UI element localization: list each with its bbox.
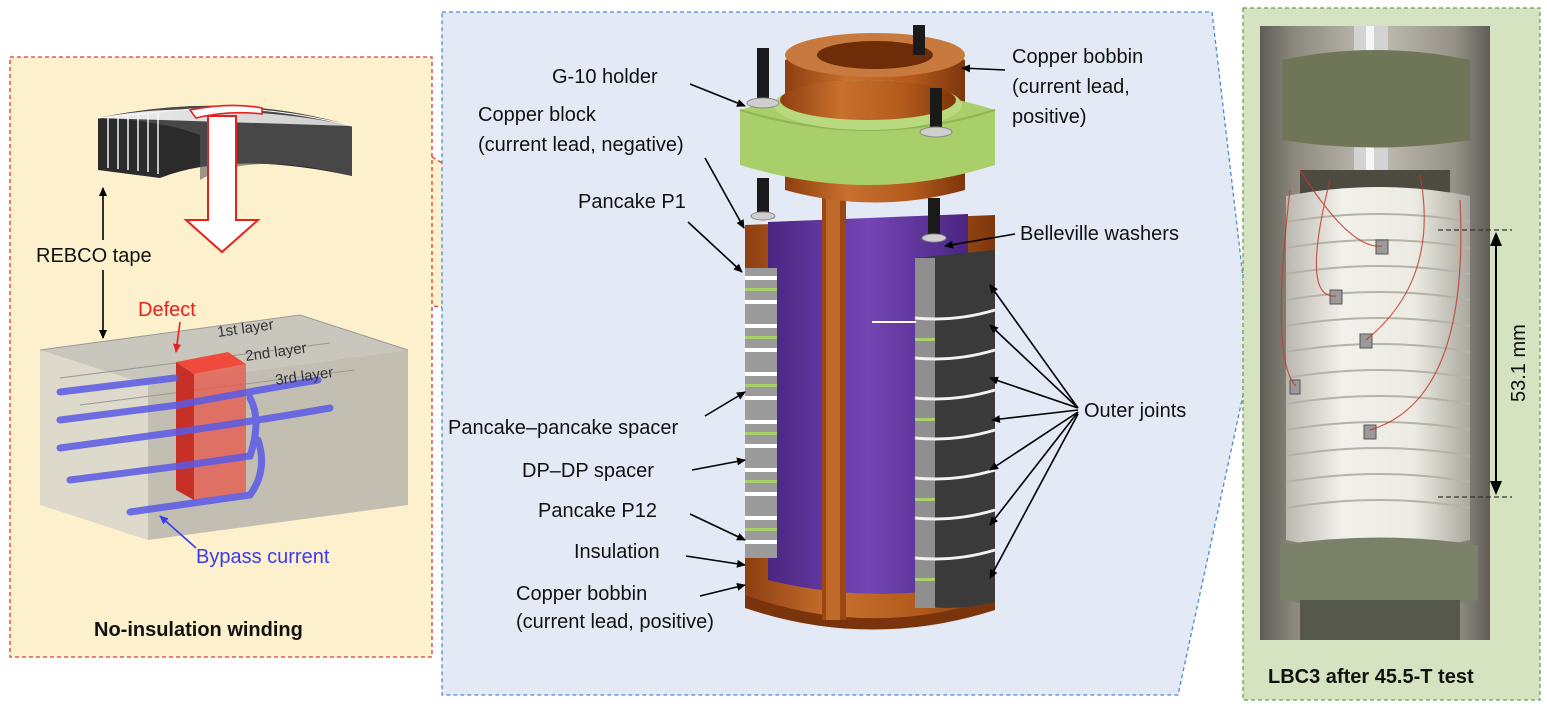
label-bobbin-top-1: Copper bobbin	[1012, 46, 1143, 68]
label-insulation: Insulation	[574, 541, 660, 563]
coil-photo	[1260, 26, 1490, 640]
pancake-stack-left	[745, 268, 777, 558]
label-pancake-p1: Pancake P1	[578, 191, 686, 213]
right-panel-caption: LBC3 after 45.5-T test	[1268, 666, 1474, 688]
rebco-label: REBCO tape	[36, 245, 152, 267]
coil-assembly	[739, 25, 996, 630]
label-g10-holder: G-10 holder	[552, 66, 658, 88]
panel-middle: G-10 holder Copper block (current lead, …	[441, 11, 1253, 696]
label-bobbin-top-3: positive)	[1012, 106, 1086, 128]
label-copper-block-2: (current lead, negative)	[478, 134, 684, 156]
left-panel-title: No-insulation winding	[94, 619, 303, 641]
label-bobbin-bottom-2: (current lead, positive)	[516, 611, 714, 633]
panel-left: 1st layer 2nd layer 3rd layer REBCO tape…	[9, 56, 727, 658]
label-belleville: Belleville washers	[1020, 223, 1179, 245]
label-pancake-p12: Pancake P12	[538, 500, 657, 522]
rebco-tape-stack	[97, 104, 353, 254]
pancake-stack-right	[914, 250, 996, 608]
label-copper-block-1: Copper block	[478, 104, 597, 126]
label-dpdp-spacer: DP–DP spacer	[522, 460, 654, 482]
label-bobbin-bottom-1: Copper bobbin	[516, 583, 647, 605]
dimension-indicator	[1438, 229, 1512, 498]
pointer-lines	[685, 64, 1079, 597]
label-bobbin-top-2: (current lead,	[1012, 76, 1130, 98]
label-pp-spacer: Pancake–pancake spacer	[448, 417, 678, 439]
bypass-label: Bypass current	[196, 546, 330, 568]
defect-label: Defect	[138, 299, 196, 321]
layered-block	[39, 314, 409, 540]
label-outer-joints: Outer joints	[1084, 400, 1186, 422]
panel-right: 53.1 mm LBC3 after 45.5-T test	[1242, 7, 1541, 701]
dimension-label: 53.1 mm	[1508, 324, 1530, 402]
